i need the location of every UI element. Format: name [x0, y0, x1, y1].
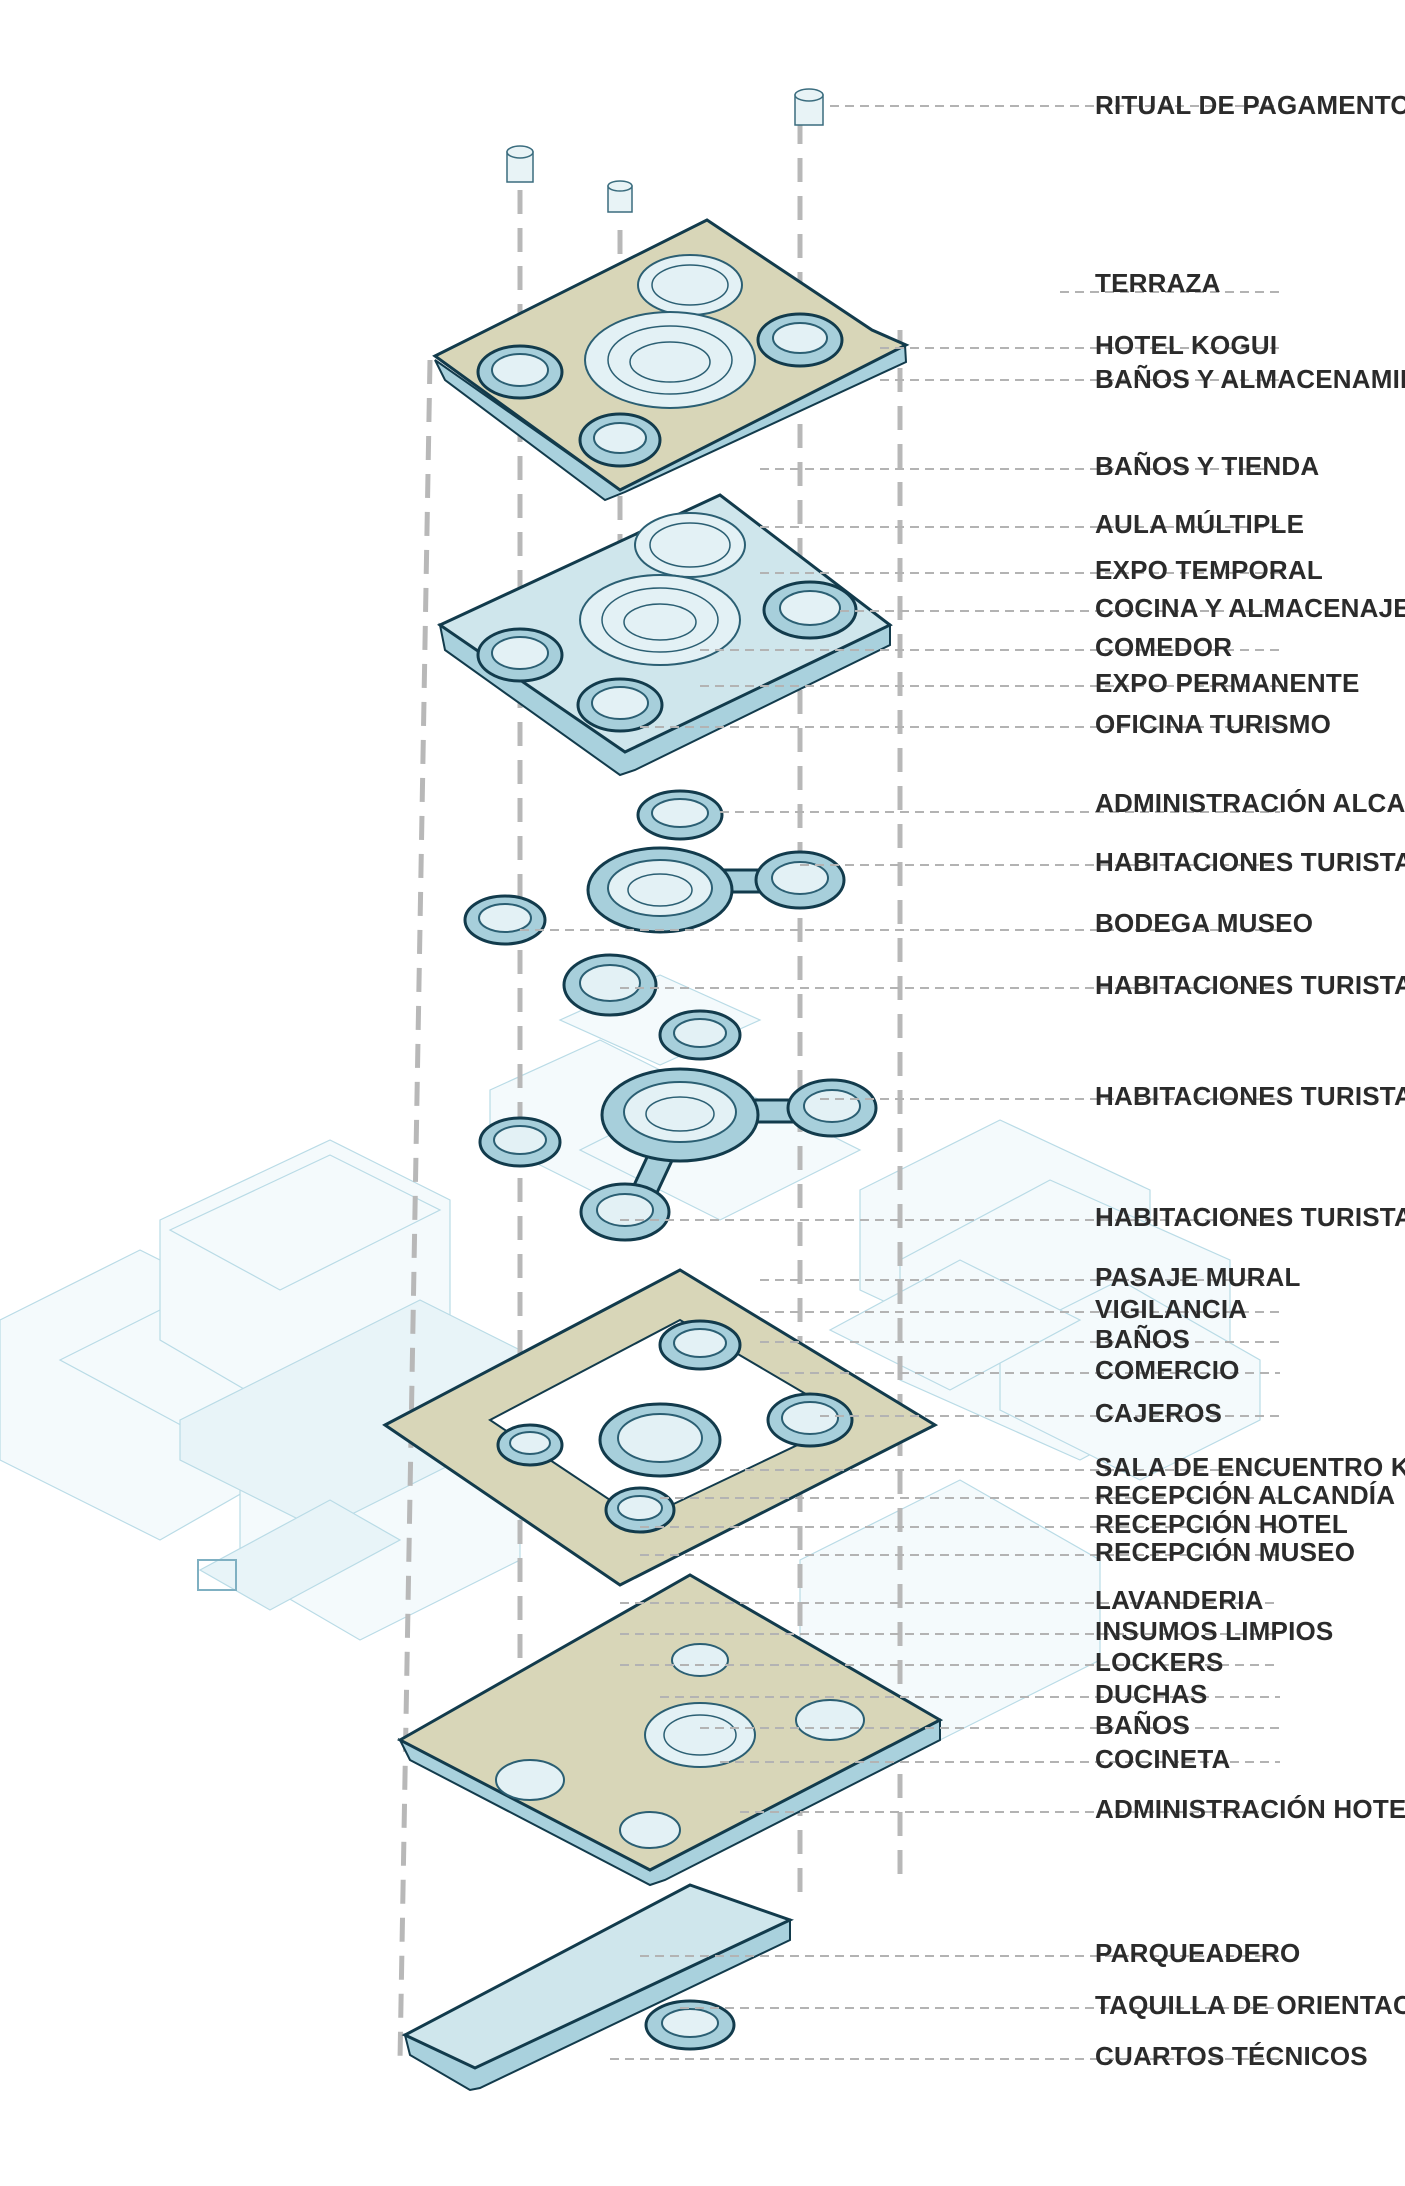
- label-lavanderia: LAVANDERIA: [1095, 1585, 1264, 1615]
- label-habitaciones-turista-3: HABITACIONES TURISTA: [1095, 1081, 1405, 1111]
- level-museo: [436, 493, 893, 777]
- label-bodega-museo: BODEGA MUSEO: [1095, 908, 1313, 938]
- level-plaza: [382, 1268, 939, 1587]
- label-expo-temporal: EXPO TEMPORAL: [1095, 555, 1323, 585]
- label-banos-servicios: BAÑOS: [1095, 1710, 1190, 1740]
- label-insumos-limpios: INSUMOS LIMPIOS: [1095, 1616, 1333, 1646]
- level-hotel: [478, 1009, 878, 1242]
- label-terraza: TERRAZA: [1095, 268, 1221, 298]
- label-parqueadero: PARQUEADERO: [1095, 1938, 1300, 1968]
- leader-lines: [520, 105, 1280, 2060]
- label-cajeros: CAJEROS: [1095, 1398, 1222, 1428]
- label-recepcion-hotel: RECEPCIÓN HOTEL: [1095, 1509, 1348, 1539]
- label-administracion-alcaldia: ADMINISTRACIÓN ALCALDÍA: [1095, 788, 1405, 818]
- label-sala-de-encuentro-kogui: SALA DE ENCUENTRO KOGUI: [1095, 1452, 1405, 1482]
- level-terraza: [432, 218, 910, 502]
- ritual-cylinders: [506, 88, 824, 213]
- label-oficina-turismo: OFICINA TURISMO: [1095, 709, 1331, 739]
- label-vigilancia: VIGILANCIA: [1095, 1294, 1247, 1324]
- label-recepcion-alcandia: RECEPCIÓN ALCANDÍA: [1095, 1480, 1395, 1510]
- label-habitaciones-turista-4: HABITACIONES TURISTA: [1095, 1202, 1405, 1232]
- label-cuartos-tecnicos: CUARTOS TÉCNICOS: [1095, 2041, 1368, 2071]
- label-habitaciones-turista-1: HABITACIONES TURISTA: [1095, 847, 1405, 877]
- level-alcaldia: [463, 789, 846, 1017]
- label-duchas: DUCHAS: [1095, 1679, 1207, 1709]
- label-administracion-hotel: ADMINISTRACIÓN HOTEL: [1095, 1794, 1405, 1824]
- label-comercio: COMERCIO: [1095, 1355, 1240, 1385]
- level-servicios: [396, 1573, 944, 1887]
- label-lockers: LOCKERS: [1095, 1647, 1224, 1677]
- label-taquilla-de-orientacion: TAQUILLA DE ORIENTACIÓN: [1095, 1990, 1405, 2020]
- label-expo-permanente: EXPO PERMANENTE: [1095, 668, 1360, 698]
- label-habitaciones-turista-2: HABITACIONES TURISTA: [1095, 970, 1405, 1000]
- label-cocineta: COCINETA: [1095, 1744, 1230, 1774]
- label-banos-y-tienda: BAÑOS Y TIENDA: [1095, 451, 1319, 481]
- label-aula-multiple: AULA MÚLTIPLE: [1095, 509, 1304, 539]
- label-recepcion-museo: RECEPCIÓN MUSEO: [1095, 1537, 1355, 1567]
- label-banos-planta-baja: BAÑOS: [1095, 1324, 1190, 1354]
- label-banos-y-almacenamiento: BAÑOS Y ALMACENAMIENTO: [1095, 364, 1405, 394]
- label-pasaje-mural: PASAJE MURAL: [1095, 1262, 1301, 1292]
- level-parqueadero: [401, 1883, 794, 2092]
- label-comedor: COMEDOR: [1095, 632, 1232, 662]
- label-hotel-kogui: HOTEL KOGUI: [1095, 330, 1277, 360]
- label-cocina-y-almacenaje: COCINA Y ALMACENAJE: [1095, 593, 1405, 623]
- room-labels: RITUAL DE PAGAMENTO TERRAZA HOTEL KOGUI …: [1095, 90, 1405, 2071]
- label-ritual-de-pagamento: RITUAL DE PAGAMENTO: [1095, 90, 1405, 120]
